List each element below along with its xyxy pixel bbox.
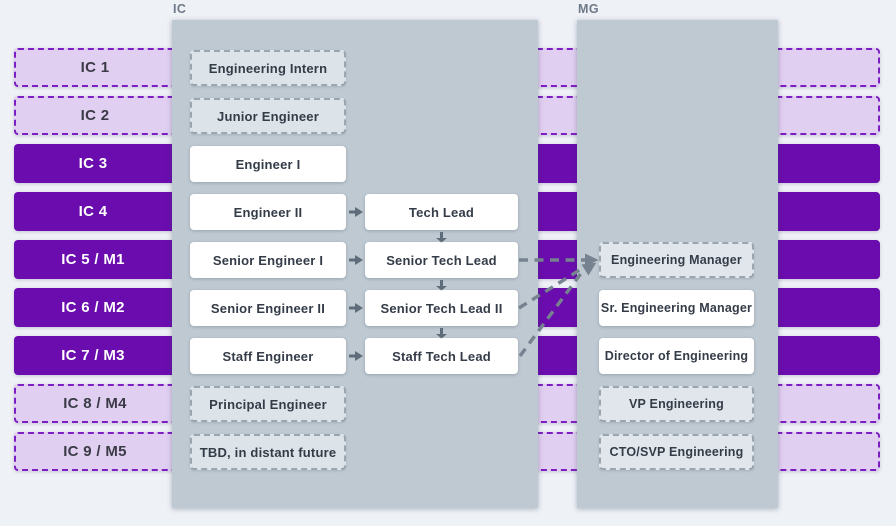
- level-band-label: IC 2: [80, 107, 110, 124]
- arrow-down-icon: [436, 232, 447, 243]
- role-box-tech-lead: Tech Lead: [365, 194, 518, 230]
- level-band-label: IC 5 / M1: [61, 251, 125, 268]
- role-box-tbd-in-distant-future: TBD, in distant future: [190, 434, 346, 470]
- level-band-label: IC 8 / M4: [63, 395, 127, 412]
- level-band-label: IC 3: [78, 155, 108, 172]
- arrow-down-icon: [436, 280, 447, 291]
- arrow-right-icon: [349, 207, 363, 217]
- level-band-label: IC 7 / M3: [61, 347, 125, 364]
- role-box-engineer-ii: Engineer II: [190, 194, 346, 230]
- ic-panel-label: IC: [173, 2, 187, 16]
- arrow-right-icon: [349, 255, 363, 265]
- level-band-label: IC 1: [80, 59, 110, 76]
- role-box-cto-svp-engineering: CTO/SVP Engineering: [599, 434, 754, 470]
- role-box-engineer-i: Engineer I: [190, 146, 346, 182]
- arrow-down-icon: [436, 328, 447, 339]
- role-box-vp-engineering: VP Engineering: [599, 386, 754, 422]
- role-box-senior-engineer-i: Senior Engineer I: [190, 242, 346, 278]
- role-box-staff-engineer: Staff Engineer: [190, 338, 346, 374]
- level-band-label: IC 6 / M2: [61, 299, 125, 316]
- arrow-right-icon: [349, 303, 363, 313]
- level-band-label: IC 4: [78, 203, 108, 220]
- role-box-engineering-intern: Engineering Intern: [190, 50, 346, 86]
- role-box-senior-tech-lead: Senior Tech Lead: [365, 242, 518, 278]
- mg-panel-label: MG: [578, 2, 599, 16]
- role-box-staff-tech-lead: Staff Tech Lead: [365, 338, 518, 374]
- arrow-right-icon: [349, 351, 363, 361]
- level-band-label: IC 9 / M5: [63, 443, 127, 460]
- role-box-senior-tech-lead-ii: Senior Tech Lead II: [365, 290, 518, 326]
- role-box-engineering-manager: Engineering Manager: [599, 242, 754, 278]
- role-box-director-of-engineering: Director of Engineering: [599, 338, 754, 374]
- role-box-senior-engineer-ii: Senior Engineer II: [190, 290, 346, 326]
- role-box-junior-engineer: Junior Engineer: [190, 98, 346, 134]
- role-box-sr-engineering-manager: Sr. Engineering Manager: [599, 290, 754, 326]
- role-box-principal-engineer: Principal Engineer: [190, 386, 346, 422]
